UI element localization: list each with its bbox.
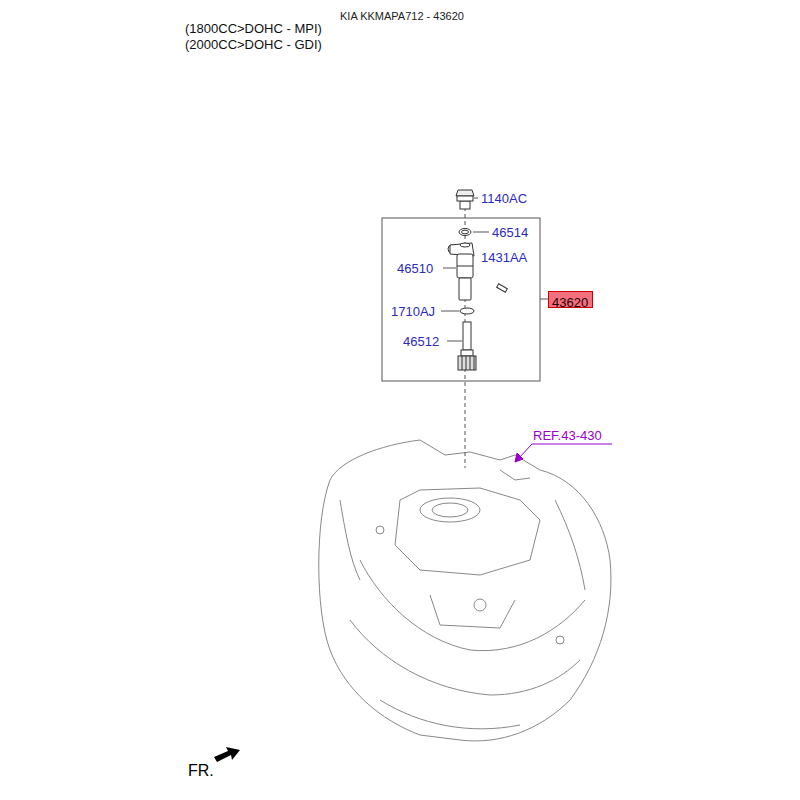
pin-symbol (497, 284, 508, 292)
part-number: 1140AC (481, 192, 527, 205)
leader-line (441, 198, 489, 341)
shaft-symbol (458, 322, 476, 370)
part-number: 46514 (492, 226, 528, 239)
leader-line (540, 299, 548, 300)
part-number: 1710AJ (391, 305, 435, 318)
front-arrow (214, 747, 240, 762)
transmission-housing (319, 440, 611, 741)
o-ring-symbol (459, 229, 471, 236)
o-ring-symbol (460, 308, 474, 314)
part-number: 43620 (552, 296, 588, 309)
kit-frame (382, 218, 540, 381)
part-number: 46510 (397, 262, 433, 275)
engine-spec: (1800CC>DOHC - MPI) (185, 22, 322, 35)
direction-label: FR. (188, 763, 214, 779)
sensor-symbol (448, 243, 474, 300)
watermark: KIA KKMAPA712 - 43620 (340, 11, 464, 22)
engine-spec: (2000CC>DOHC - GDI) (185, 38, 322, 51)
part-number: 1431AA (481, 251, 527, 264)
reference-label: REF.43-430 (533, 429, 602, 442)
highlighted-part-box: 43620 (548, 291, 593, 308)
reference-pointer (515, 444, 612, 462)
bolt-symbol (456, 190, 474, 209)
part-number: 46512 (403, 335, 439, 348)
